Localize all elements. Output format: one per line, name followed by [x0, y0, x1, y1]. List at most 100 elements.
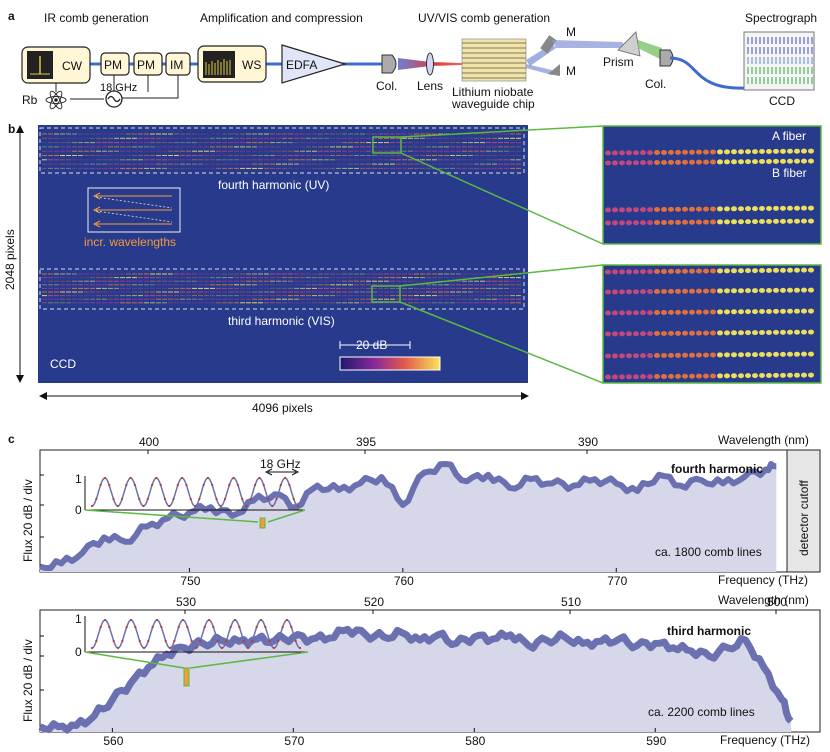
comb-line-dot [654, 289, 660, 295]
inset-point [277, 639, 280, 643]
comb-line-dot [752, 288, 758, 294]
inset-point [266, 497, 270, 501]
inset-point [190, 639, 193, 643]
comb-line-dot [787, 218, 793, 224]
comb-line-dot [668, 149, 674, 155]
x2-tick-label: 520 [364, 595, 384, 609]
comb-line-dot [794, 351, 800, 357]
inset-point [99, 483, 102, 487]
comb-line-dot [731, 373, 737, 379]
panel-c-label: c [8, 432, 15, 446]
x-tick-label: 560 [103, 734, 123, 748]
comb-line-dot [745, 352, 751, 358]
comb-line-dot [668, 330, 674, 336]
comb-line-dot [738, 309, 744, 315]
comb-line-dot [682, 373, 688, 379]
inset-point [103, 476, 106, 480]
comb-line-dot [759, 309, 765, 315]
comb-line-dot [682, 330, 688, 336]
comb-line-dot [619, 310, 625, 316]
x-tick-label: 770 [607, 574, 627, 588]
comb-line-dot [654, 207, 660, 213]
comb-line-dot [808, 308, 814, 314]
comb-line-dot [717, 206, 723, 212]
inset-point [203, 625, 206, 629]
x-tick-label: 750 [180, 574, 200, 588]
comb-line-dot [703, 373, 709, 379]
comb-line-dot [794, 308, 800, 314]
comb-line-dot [682, 288, 688, 294]
x2-tick-label: 395 [356, 435, 376, 449]
comb-line-dot [612, 150, 618, 156]
comb-line-dot [752, 219, 758, 225]
spectrograph-title: Spectrograph [745, 11, 817, 25]
comb-line-dot [731, 219, 737, 225]
comb-line-dot [724, 288, 730, 294]
comb-line-dot [626, 207, 632, 213]
comb-line-dot [675, 159, 681, 165]
comb-line-dot [696, 159, 702, 165]
comb-line-dot [682, 309, 688, 315]
comb-line-dot [675, 330, 681, 336]
inset-point [120, 497, 124, 501]
inset-point [225, 639, 228, 643]
panel-b-label: b [8, 122, 15, 136]
inset-point [292, 497, 295, 501]
comb-line-dot [745, 149, 751, 155]
comb-line-dot [605, 160, 611, 166]
uv-label: fourth harmonic (UV) [218, 178, 329, 192]
comb-line-dot [703, 268, 709, 274]
comb-line-dot [766, 308, 772, 314]
inset-point [168, 504, 171, 508]
comb-line-dot [759, 268, 765, 274]
inset-point [116, 504, 119, 508]
vis-zoom-line-bottom [399, 301, 604, 384]
inset-point [202, 483, 205, 487]
inset-point [255, 625, 258, 629]
comb-line-dot [738, 330, 744, 336]
pm1-box [100, 52, 130, 76]
inset-point [268, 639, 271, 643]
comb-line-dot [745, 159, 751, 165]
comb-line-dot [612, 207, 618, 213]
comb-line-dot [668, 268, 674, 274]
comb-line-dot [654, 353, 660, 359]
comb-line-dot [661, 309, 667, 315]
comb-line-dot [689, 309, 695, 315]
x-tick-label: 580 [465, 734, 485, 748]
comb-line-dot [668, 219, 674, 225]
comb-line-dot [626, 220, 632, 226]
comb-line-dot [633, 353, 639, 359]
inset-point [189, 497, 192, 501]
inset-point [272, 646, 276, 650]
vis-zoom-dots [605, 267, 814, 380]
comb-line-dot [703, 288, 709, 294]
comb-line-dot [794, 287, 800, 293]
comb-line-dot [766, 148, 772, 154]
a-fiber-label: A fiber [772, 129, 806, 143]
inset-point [155, 476, 158, 480]
comb-line-dot [633, 269, 639, 275]
comb-line-dot [780, 148, 786, 154]
comb-line-dot [682, 206, 688, 212]
comb-line-dot [794, 329, 800, 335]
inset-label: incr. wavelengths [84, 235, 176, 249]
inset-point [296, 504, 300, 508]
scale-label: 20 dB [356, 338, 387, 352]
inset-point [271, 504, 274, 508]
x2-tick-label: 400 [139, 435, 159, 449]
mirror-top-label: M [566, 25, 576, 39]
inset1-ytick-1: 1 [75, 472, 82, 486]
comb-line-dot [640, 207, 646, 213]
comb-line-dot [752, 149, 758, 155]
comb-line-dot [808, 372, 814, 378]
comb-line-dot [661, 206, 667, 212]
comb-line-dot [619, 289, 625, 295]
comb-line-dot [689, 268, 695, 274]
inset-point [264, 625, 267, 629]
comb-line-dot [808, 329, 814, 335]
x-tick-label: 570 [284, 734, 304, 748]
comb-line-dot [766, 351, 772, 357]
inset-point [212, 625, 215, 629]
